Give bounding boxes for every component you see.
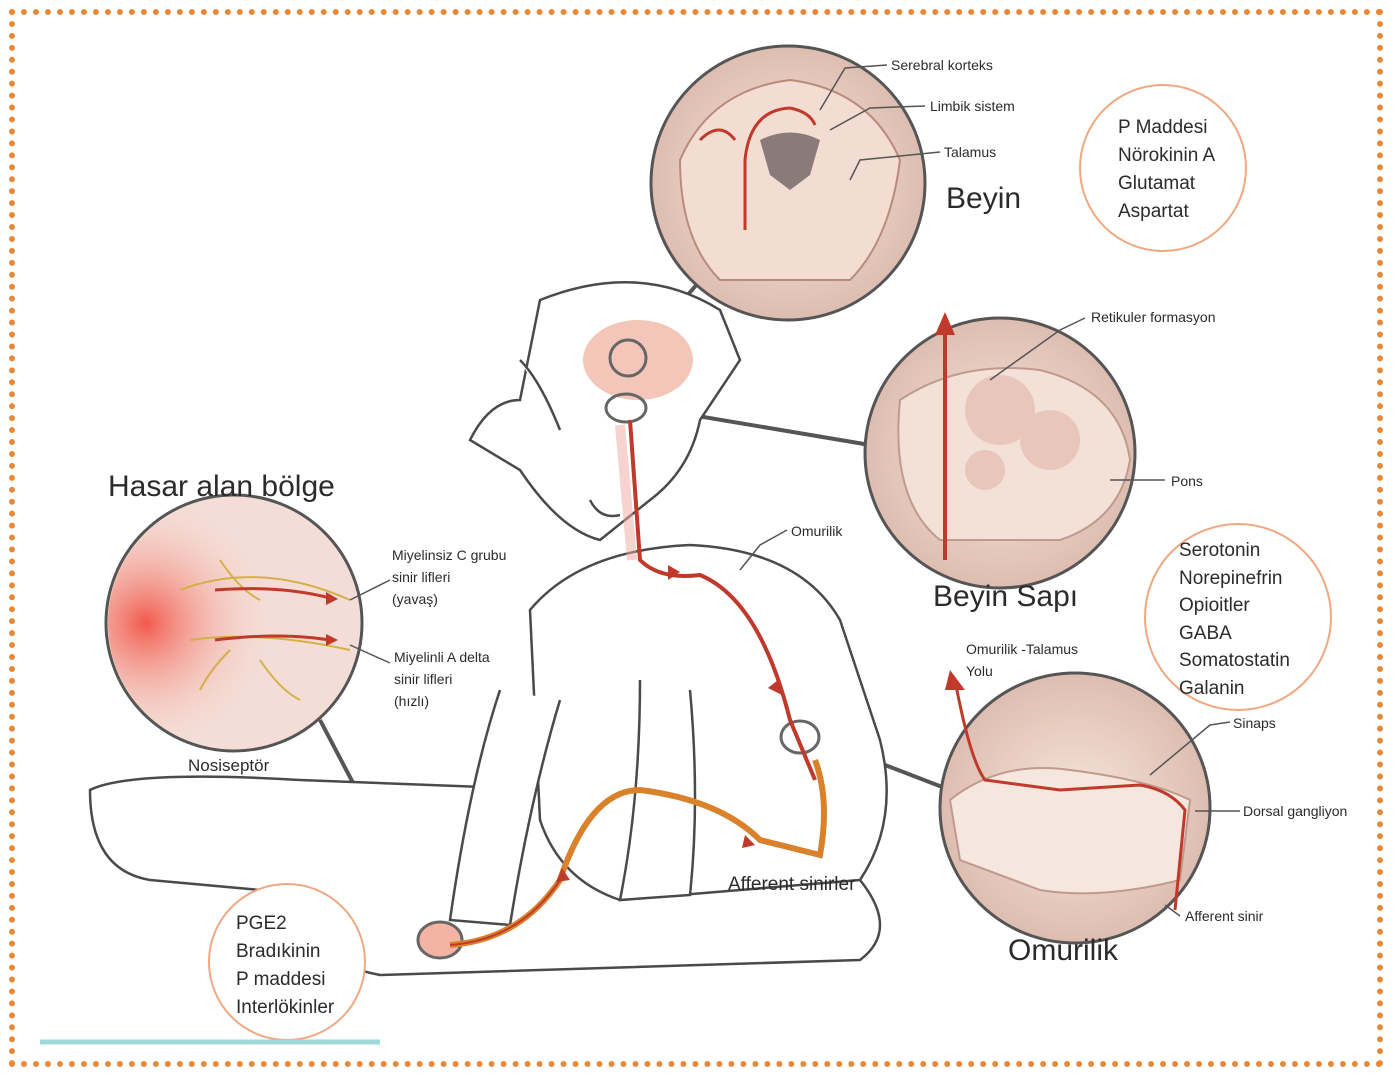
brainstem-magnifier <box>865 312 1135 588</box>
label-afferent-sinir: Afferent sinir <box>1185 905 1263 927</box>
label-sinaps: Sinaps <box>1233 712 1276 734</box>
label-retikuler-formasyon: Retikuler formasyon <box>1091 306 1216 328</box>
label-dorsal-gangliyon: Dorsal gangliyon <box>1243 800 1347 822</box>
label-pons: Pons <box>1171 470 1203 492</box>
label-talamus: Talamus <box>944 141 996 163</box>
brain-neurotransmitter-list: P Maddesi Nörokinin A Glutamat Aspartat <box>1118 114 1215 226</box>
label-omurilik-small: Omurilik <box>791 520 842 542</box>
label-miyelinli: Miyelinli A delta sinir lifleri (hızlı) <box>394 646 490 712</box>
list-item: Serotonin <box>1179 537 1290 565</box>
label-serebral-korteks: Serebral korteks <box>891 54 993 76</box>
list-item: Aspartat <box>1118 198 1215 226</box>
brain-magnifier <box>651 46 925 320</box>
label-miyelinsiz: Miyelinsiz C grubu sinir lifleri (yavaş) <box>392 544 506 610</box>
list-item: GABA <box>1179 620 1290 648</box>
label-nosiseptor: Nosiseptör <box>188 756 269 776</box>
spinal-neurotransmitter-list: Serotonin Norepinefrin Opioitler GABA So… <box>1179 537 1290 702</box>
label-limbik-sistem: Limbik sistem <box>930 95 1015 117</box>
region-title-beyin-sapi: Beyin Sapı <box>933 580 1078 614</box>
label-omurilik-talamus-yolu: Omurilik -Talamus Yolu <box>966 638 1078 682</box>
list-item: Nörokinin A <box>1118 142 1215 170</box>
list-item: Interlökinler <box>236 994 334 1022</box>
region-title-hasar: Hasar alan bölge <box>108 470 335 504</box>
region-title-omurilik: Omurilik <box>1008 934 1118 968</box>
list-item: P maddesi <box>236 966 334 994</box>
list-item: Bradıkinin <box>236 938 334 966</box>
list-item: Opioitler <box>1179 592 1290 620</box>
label-afferent-sinirler: Afferent sinirler <box>728 874 855 896</box>
spinal-cord-magnifier <box>940 670 1210 943</box>
list-item: Somatostatin <box>1179 647 1290 675</box>
list-item: P Maddesi <box>1118 114 1215 142</box>
list-item: Norepinefrin <box>1179 565 1290 593</box>
list-item: Galanin <box>1179 675 1290 703</box>
injury-mediator-list: PGE2 Bradıkinin P maddesi Interlökinler <box>236 910 334 1022</box>
list-item: PGE2 <box>236 910 334 938</box>
list-item: Glutamat <box>1118 170 1215 198</box>
injury-magnifier <box>106 495 362 751</box>
region-title-beyin: Beyin <box>946 182 1021 216</box>
